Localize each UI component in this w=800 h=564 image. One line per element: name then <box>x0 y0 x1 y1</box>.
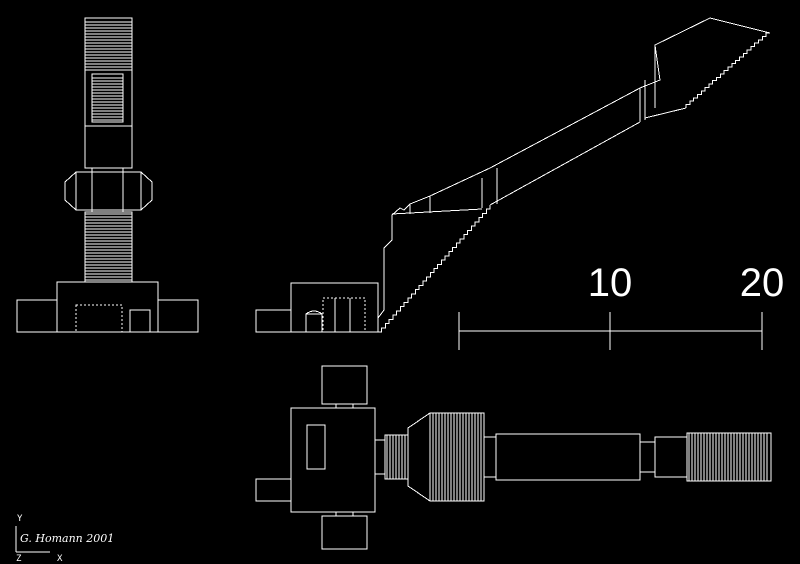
front-collar <box>64 171 153 211</box>
front-upper-ribbing <box>85 21 132 121</box>
front-view <box>16 17 199 333</box>
top-collar <box>407 412 485 502</box>
front-base <box>56 281 159 333</box>
author-credit: G. Homann 2001 <box>20 532 114 545</box>
top-left-block <box>255 478 292 502</box>
top-ribbing-a <box>386 435 406 479</box>
top-upper-block <box>321 365 368 405</box>
side-arm-lower-edge <box>378 205 491 333</box>
side-arm-lower-line <box>489 121 641 206</box>
front-window <box>91 73 124 123</box>
front-base-right-block <box>157 299 199 333</box>
side-left-block <box>255 309 292 333</box>
side-hidden-cavity <box>322 297 366 333</box>
top-arm-neck <box>639 441 656 473</box>
front-collar-core <box>91 167 124 213</box>
side-arm-upper-edge <box>377 17 771 332</box>
ucs-y-label: Y <box>17 514 23 524</box>
side-view <box>255 17 771 333</box>
ucs-z-label: Z <box>16 554 22 564</box>
top-body-window <box>306 424 326 470</box>
top-head <box>654 436 688 478</box>
top-collar-ring <box>483 436 497 478</box>
top-upper-stem <box>335 403 354 409</box>
ucs-x-label: X <box>57 554 63 564</box>
side-tip-underside <box>644 107 687 119</box>
top-lower-block <box>321 515 368 550</box>
front-hidden-cavity <box>75 304 123 333</box>
top-tip-ribbing <box>688 433 768 481</box>
top-arm <box>495 433 641 481</box>
side-arm-base-line <box>391 208 483 215</box>
ucs-icon: Y X Z <box>15 514 63 564</box>
scale-label-10: 10 <box>588 261 633 305</box>
scale-label-20: 20 <box>740 261 785 305</box>
top-tip <box>686 432 772 482</box>
side-tip-lower-edge <box>685 32 770 108</box>
scale-bar: 10 20 <box>458 261 785 350</box>
top-ribbing-b <box>432 413 482 501</box>
front-base-left-block <box>16 299 58 333</box>
top-view <box>255 365 772 550</box>
top-lower-stem <box>335 511 354 517</box>
top-neck <box>374 439 386 475</box>
top-body <box>290 407 376 513</box>
front-lower-ribbing <box>85 213 132 281</box>
front-base-notch <box>129 309 151 333</box>
